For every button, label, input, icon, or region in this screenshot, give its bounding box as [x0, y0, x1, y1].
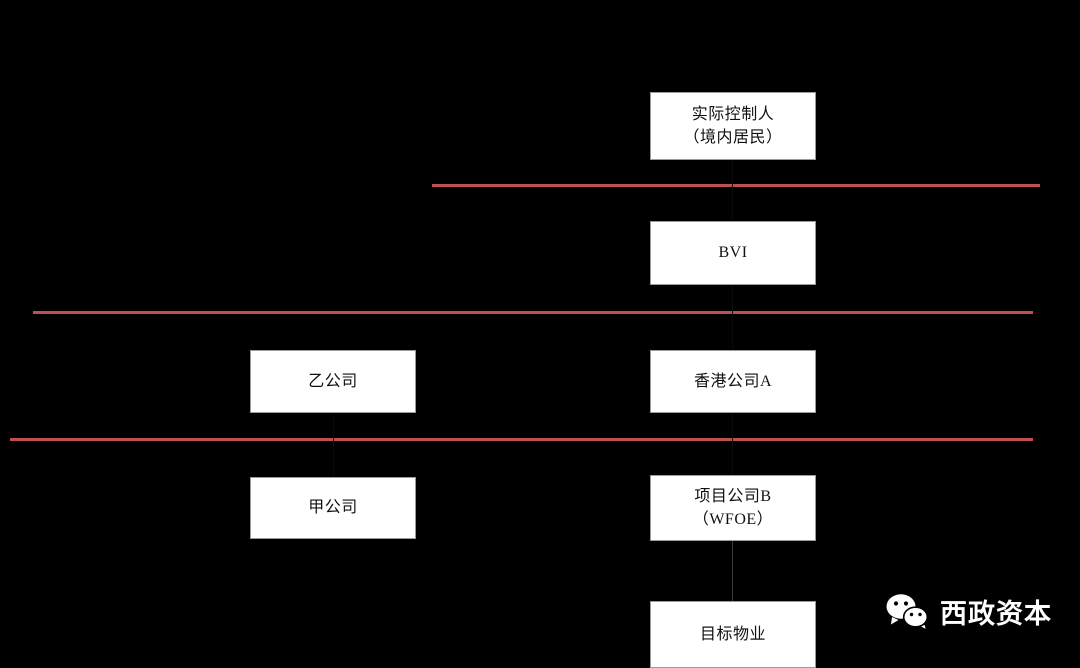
connector-bvi-to-hk: [732, 285, 733, 350]
node-label-line1: 目标物业: [699, 625, 766, 643]
watermark: 西政资本: [886, 592, 1052, 631]
node-company-yi: 乙公司: [250, 350, 416, 413]
node-project-company-b: 项目公司B （WFOE）: [650, 475, 816, 541]
wechat-icon: [886, 593, 930, 631]
boundary-line-offshore-top: [432, 184, 1040, 187]
node-hongkong-company-a: 香港公司A: [650, 350, 816, 413]
connector-yi-to-jia: [333, 413, 334, 477]
node-label-line2: （WFOE）: [692, 511, 774, 528]
boundary-line-offshore-mid: [33, 311, 1033, 314]
node-bvi: BVI: [650, 221, 816, 285]
node-actual-controller: 实际控制人 （境内居民）: [650, 92, 816, 160]
connector-hk-to-wfoe: [732, 413, 733, 475]
node-company-jia: 甲公司: [250, 477, 416, 539]
node-label-line1: 实际控制人: [691, 105, 775, 123]
node-label-line1: 项目公司B: [694, 487, 772, 505]
connector-wfoe-to-property: [732, 541, 733, 601]
node-label-line1: 香港公司A: [693, 372, 773, 390]
node-label-line2: （境内居民）: [683, 129, 783, 146]
boundary-line-onshore: [10, 438, 1033, 441]
connector-controller-to-bvi: [732, 160, 733, 221]
node-label-line1: 甲公司: [308, 499, 358, 517]
node-label-line1: 乙公司: [308, 372, 358, 390]
node-target-property: 目标物业: [650, 601, 816, 668]
node-label-line1: BVI: [718, 244, 748, 262]
watermark-text: 西政资本: [940, 599, 1052, 630]
